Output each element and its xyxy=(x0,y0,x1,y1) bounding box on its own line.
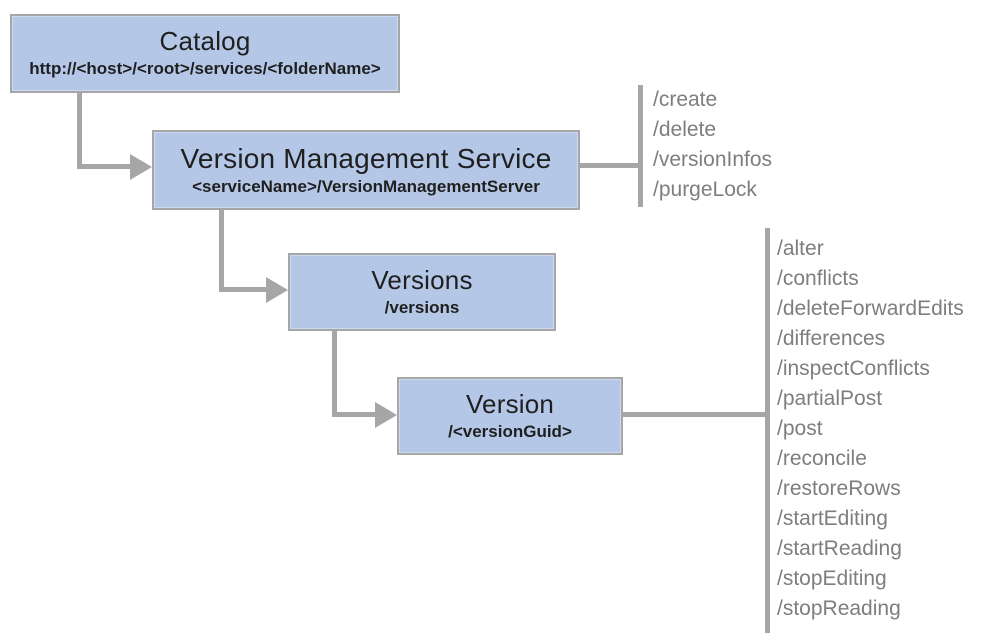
node-version-management-service: Version Management Service <serviceName>… xyxy=(152,130,580,210)
node-catalog: Catalog http://<host>/<root>/services/<f… xyxy=(10,14,400,93)
connector-vms-to-operations xyxy=(580,163,638,168)
connector-vms-to-versions-vertical xyxy=(219,209,224,292)
operation-label: /conflicts xyxy=(777,267,859,290)
operation-label: /deleteForwardEdits xyxy=(777,297,964,320)
connector-catalog-to-vms-vertical xyxy=(77,92,82,169)
node-catalog-url: http://<host>/<root>/services/<folderNam… xyxy=(29,59,381,79)
operations-list-version-management-service: /create/delete/versionInfos/purgeLock xyxy=(653,85,772,205)
operation-label: /inspectConflicts xyxy=(777,357,930,380)
node-versions-title: Versions xyxy=(371,264,473,295)
node-versions-url: /versions xyxy=(384,297,460,317)
operation-label: /startReading xyxy=(777,537,902,560)
bracket-vms-operations xyxy=(638,85,643,207)
connector-versions-to-version-horizontal xyxy=(332,412,377,417)
node-version: Version /<versionGuid> xyxy=(397,377,623,455)
operation-label: /stopReading xyxy=(777,597,901,620)
arrow-right-icon xyxy=(130,154,152,180)
node-version-url: /<versionGuid> xyxy=(448,421,572,441)
connector-versions-to-version-vertical xyxy=(332,330,337,417)
node-version-management-service-url: <serviceName>/VersionManagementServer xyxy=(192,176,540,196)
operation-label: /stopEditing xyxy=(777,567,887,590)
operation-label: /startEditing xyxy=(777,507,888,530)
operation-label: /alter xyxy=(777,237,824,260)
operation-label: /create xyxy=(653,88,718,111)
operation-label: /post xyxy=(777,417,823,440)
node-version-title: Version xyxy=(465,388,555,419)
operation-label: /delete xyxy=(653,118,717,141)
node-catalog-title: Catalog xyxy=(159,26,251,57)
node-versions: Versions /versions xyxy=(288,253,556,331)
operation-label: /versionInfos xyxy=(653,148,773,171)
arrow-right-icon xyxy=(375,402,397,428)
operation-label: /restoreRows xyxy=(777,477,901,500)
node-version-management-service-title: Version Management Service xyxy=(180,142,552,174)
operation-label: /reconcile xyxy=(777,447,867,470)
operation-label: /differences xyxy=(777,327,886,350)
connector-version-to-operations xyxy=(623,412,765,417)
connector-catalog-to-vms-horizontal xyxy=(77,164,132,169)
operation-label: /purgeLock xyxy=(653,178,757,201)
connector-vms-to-versions-horizontal xyxy=(219,287,268,292)
bracket-version-operations xyxy=(765,228,770,633)
operations-list-version: /alter/conflicts/deleteForwardEdits/diff… xyxy=(777,234,964,624)
operation-label: /partialPost xyxy=(777,387,883,410)
arrow-right-icon xyxy=(266,277,288,303)
